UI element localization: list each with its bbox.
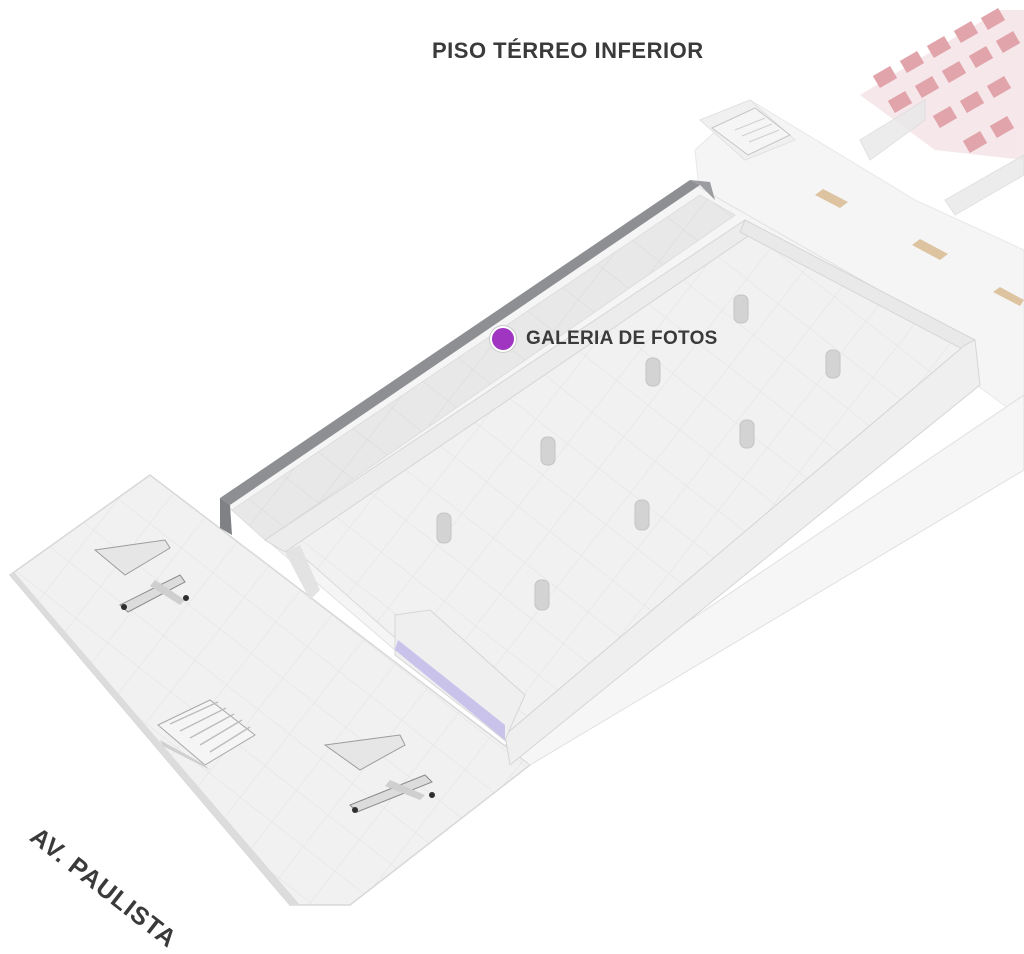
floor-map: PISO TÉRREO INFERIOR GALERIA DE FOTOS AV… [8,7,1024,954]
accent-room [394,609,526,741]
upper-stair [711,107,791,156]
plaza-structures [93,539,435,813]
photo-gallery-corridor [231,194,736,541]
floor-title: PISO TÉRREO INFERIOR [432,38,704,63]
lower-walkway [504,394,1024,766]
galeria-de-fotos-label[interactable]: GALERIA DE FOTOS [526,328,718,349]
location-pin-icon[interactable] [490,326,516,352]
entrance-stair [157,699,256,770]
floor-plan-drawing [8,7,1024,906]
galeria-de-fotos-marker[interactable]: GALERIA DE FOTOS [490,326,718,352]
columns [436,294,841,611]
gallery-outer-wall [220,180,700,505]
